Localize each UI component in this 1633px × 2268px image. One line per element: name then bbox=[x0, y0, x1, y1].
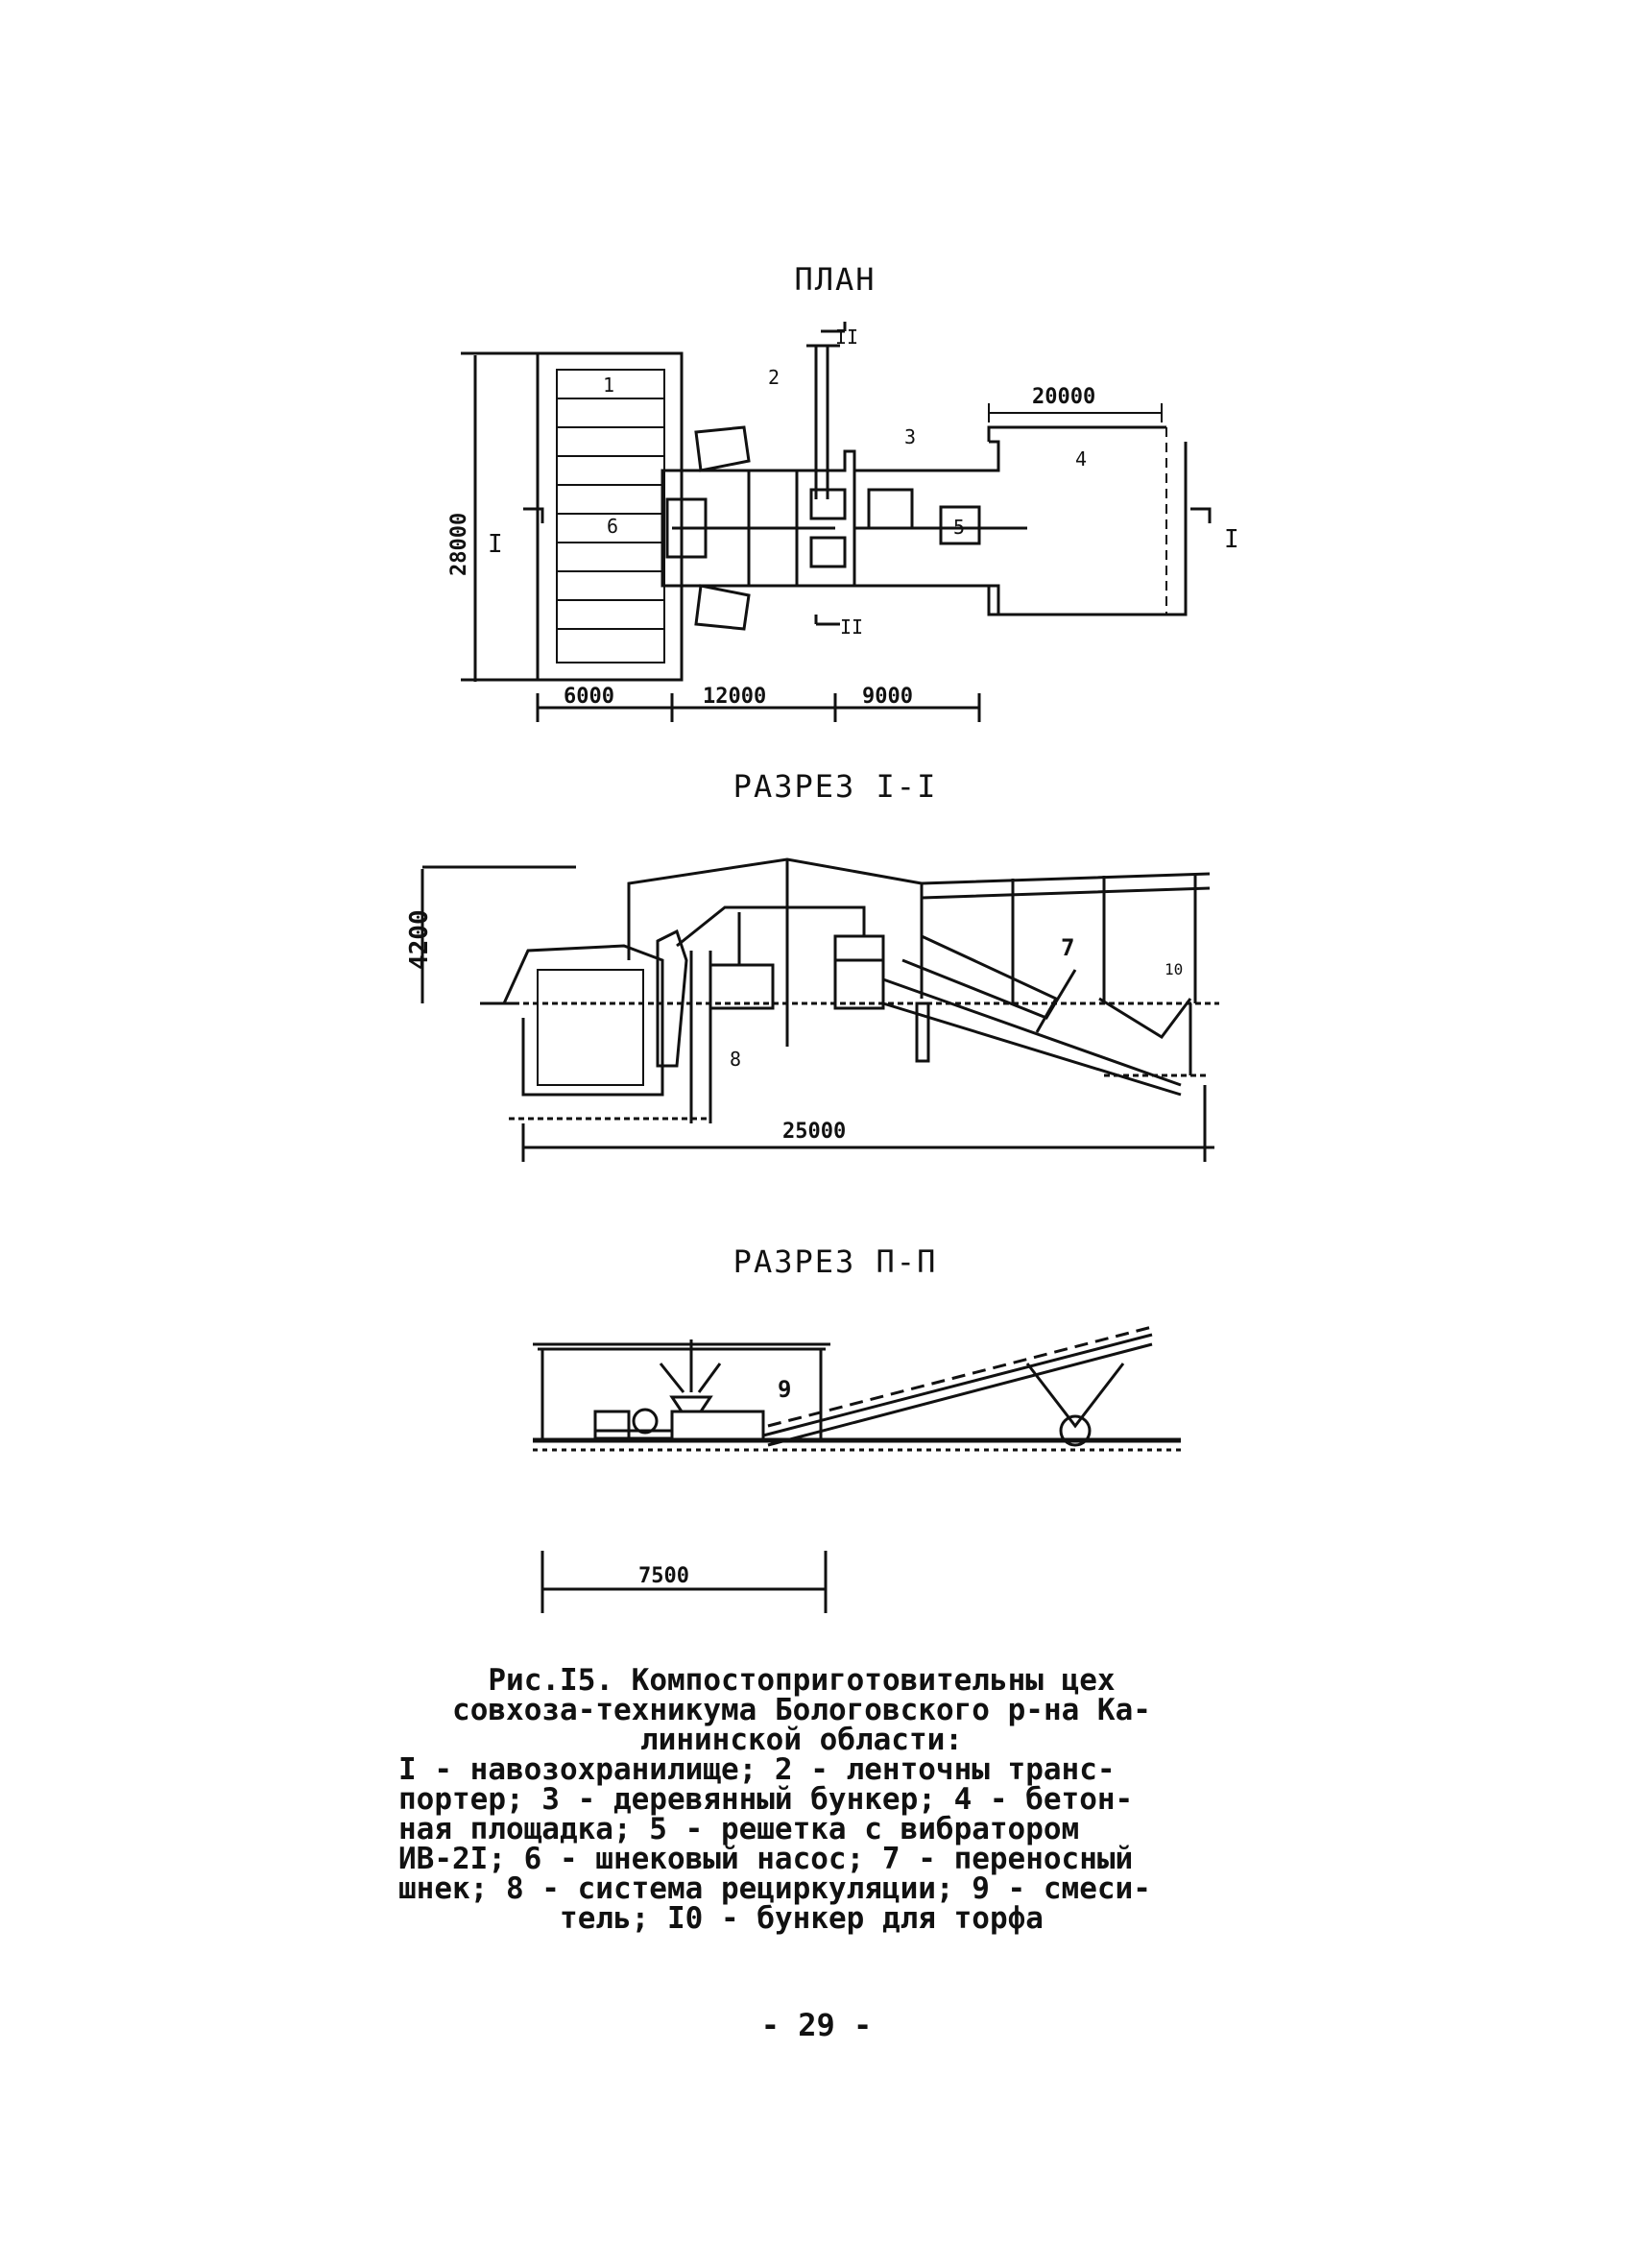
plan-dim-top-right: 20000 bbox=[1032, 385, 1095, 409]
plan-callout-4: 4 bbox=[1075, 447, 1087, 470]
caption-legend-line-3: ная площадка; 5 - решетка с вибратором bbox=[398, 1812, 1080, 1846]
caption-legend-line-1: I - навозохранилище; 2 - ленточны транс- bbox=[398, 1752, 1116, 1787]
plan-callout-5: 5 bbox=[953, 516, 965, 539]
page-number: - 29 - bbox=[760, 2007, 873, 2043]
plan-dim-bottom-b: 12000 bbox=[703, 685, 766, 709]
figure-caption: Рис.I5. Компостоприготовительны цех совх… bbox=[398, 1666, 1205, 1934]
plan-dim-bottom-c: 9000 bbox=[862, 685, 913, 709]
plan-title: ПЛАН bbox=[794, 261, 877, 298]
caption-title-line-2: совхоза-техникума Бологовского р-на Ка- bbox=[452, 1693, 1151, 1727]
plan-marker-sec1-left: I bbox=[488, 530, 503, 559]
section1-callout-10: 10 bbox=[1165, 960, 1183, 978]
section1-callout-7: 7 bbox=[1061, 934, 1074, 961]
caption-legend-line-4: ИВ-2I; 6 - шнековый насос; 7 - переносны… bbox=[398, 1842, 1134, 1876]
plan-callout-6: 6 bbox=[607, 515, 618, 538]
plan-callout-3: 3 bbox=[904, 425, 916, 448]
section-2-title: РАЗРЕЗ П-П bbox=[732, 1243, 938, 1280]
plan-callout-2: 2 bbox=[768, 366, 780, 389]
caption-legend-line-2: портер; 3 - деревянный бункер; 4 - бетон… bbox=[398, 1782, 1134, 1817]
section2-dim-length: 7500 bbox=[638, 1564, 689, 1588]
section1-dim-length: 25000 bbox=[782, 1120, 846, 1144]
caption-legend-line-6: тель; I0 - бункер для торфа bbox=[560, 1901, 1044, 1936]
plan-marker-sec2-bottom: II bbox=[840, 615, 863, 639]
plan-marker-sec1-right: I bbox=[1224, 525, 1239, 554]
plan-dim-bottom-a: 6000 bbox=[564, 685, 614, 709]
section1-dim-height: 4200 bbox=[405, 909, 434, 970]
section-1-title: РАЗРЕЗ I-I bbox=[732, 768, 938, 805]
caption-title-line-3: лининской области: bbox=[640, 1723, 963, 1757]
section2-callout-9: 9 bbox=[778, 1376, 791, 1403]
plan-callout-1: 1 bbox=[603, 374, 614, 397]
plan-marker-sec2-top: II bbox=[835, 326, 858, 349]
caption-title-line-1: Рис.I5. Компостоприготовительны цех bbox=[488, 1663, 1116, 1698]
caption-legend-line-5: шнек; 8 - система рециркуляции; 9 - смес… bbox=[398, 1871, 1151, 1906]
section1-callout-8: 8 bbox=[730, 1048, 741, 1071]
plan-dim-height: 28000 bbox=[447, 513, 471, 576]
